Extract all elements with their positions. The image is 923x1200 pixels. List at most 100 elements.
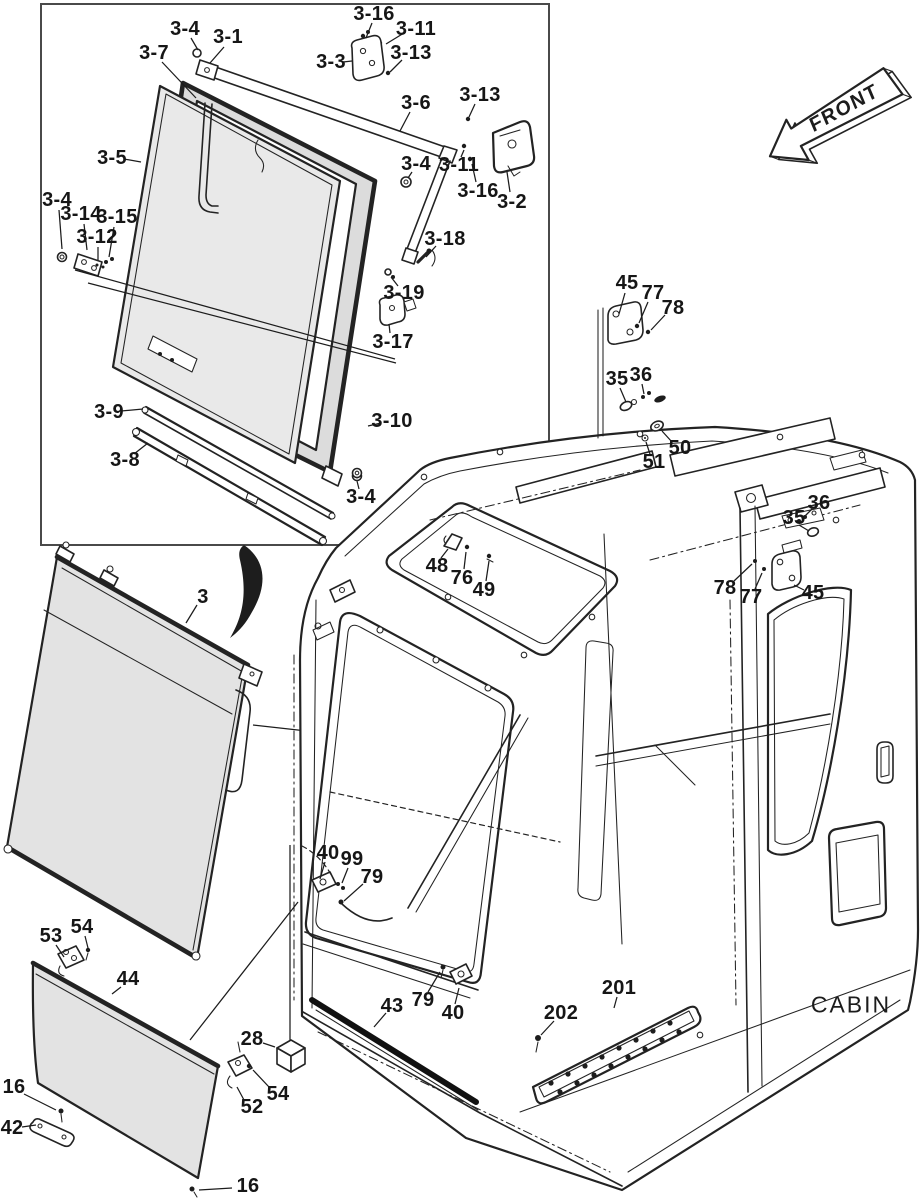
side-lower-window: [827, 820, 888, 927]
leader-line-3-18: [425, 245, 437, 258]
window-hardware-top: [350, 30, 391, 82]
leader-line-77: [754, 572, 763, 590]
window-hinge-bracket: [56, 251, 397, 364]
leader-lines: [21, 22, 813, 1191]
leader-line-3-4: [190, 37, 199, 51]
part-label-16: 16: [2, 1076, 26, 1098]
leader-line-3-4: [356, 480, 360, 490]
leader-line-28: [262, 1042, 276, 1048]
leader-line-3-5: [123, 158, 142, 163]
part-label-3-12: 3-12: [76, 226, 118, 248]
leader-line-54: [84, 935, 89, 949]
roof-plug-50-51: [641, 420, 664, 442]
part-label-3-13: 3-13: [459, 84, 501, 106]
leader-line-51: [645, 441, 651, 455]
leader-line-3-16: [471, 163, 477, 183]
window-latch: [400, 116, 536, 188]
leader-line-42: [21, 1124, 37, 1128]
part-label-3-4: 3-4: [401, 153, 431, 175]
part-label-3: 3: [197, 586, 209, 608]
part-label-53: 53: [39, 925, 63, 947]
part-label-3-10: 3-10: [371, 410, 413, 432]
part-label-45: 45: [801, 582, 825, 604]
part-label-3-1: 3-1: [213, 26, 243, 48]
leader-line-3-15: [108, 226, 115, 258]
leader-line-35: [798, 524, 810, 532]
leader-line-202: [540, 1020, 555, 1036]
leader-line-3-16: [365, 22, 373, 39]
leader-line-44: [111, 986, 122, 995]
part-label-3-19: 3-19: [383, 282, 425, 304]
leader-line-16: [198, 1187, 233, 1191]
part-label-3-11: 3-11: [395, 18, 437, 40]
leader-line-201: [613, 996, 618, 1009]
front-window-opening: [304, 611, 561, 984]
part-label-35: 35: [605, 368, 629, 390]
part-label-3-4: 3-4: [170, 18, 200, 40]
front-left-pillar: [293, 579, 356, 1009]
part-label-50: 50: [668, 437, 692, 459]
part-label-3-8: 3-8: [110, 449, 140, 471]
windshield-assembly-drawing: [56, 30, 536, 547]
part-label-35: 35: [782, 507, 806, 529]
part-label-76: 76: [450, 567, 474, 589]
leader-line-3-13: [389, 59, 403, 73]
part-label-40: 40: [441, 1002, 465, 1024]
leader-line-36: [641, 383, 645, 395]
window-lower-strips: [131, 405, 336, 547]
leader-line-77: [638, 301, 649, 324]
roof-bolts: [420, 430, 866, 1039]
door-latch-lower: [440, 963, 473, 985]
part-label-36: 36: [629, 364, 653, 386]
clamp-52-54: [226, 1041, 253, 1089]
roof-bracket-45-top: [607, 301, 651, 345]
leader-line-78: [733, 563, 753, 582]
leader-line-49: [485, 560, 490, 582]
leader-line-3-11: [385, 32, 405, 45]
skirt-strip-edge: [315, 1009, 479, 1111]
leader-line-3-2: [506, 171, 511, 193]
rear-quarter-window: [766, 586, 853, 856]
front-arrow: FRONT: [768, 67, 912, 165]
roof-plug-35-36-left: [619, 391, 666, 412]
part-label-44: 44: [116, 968, 140, 990]
skirt-strip-43: [309, 997, 479, 1105]
leader-line-50: [661, 430, 673, 443]
part-label-79: 79: [411, 989, 435, 1011]
part-label-3-2: 3-2: [497, 191, 527, 213]
part-label-202: 202: [543, 1002, 579, 1024]
leader-line-3: [185, 604, 198, 624]
part-label-78: 78: [661, 297, 685, 319]
part-label-3-13: 3-13: [390, 42, 432, 64]
part-label-3-5: 3-5: [97, 147, 127, 169]
leader-line-3-14: [83, 223, 88, 251]
part-label-3-7: 3-7: [139, 42, 169, 64]
door-handle: [876, 741, 894, 784]
leader-line-3-13: [468, 103, 476, 118]
roof-shade-panel: [3, 541, 389, 961]
leader-line-52: [236, 1086, 245, 1101]
leader-line-16: [23, 1093, 57, 1111]
leader-line-99: [341, 867, 349, 884]
part-label-40: 40: [316, 842, 340, 864]
leader-line-43: [373, 1012, 387, 1028]
part-label-3-4: 3-4: [346, 486, 376, 508]
pin-16-upper: [58, 1108, 64, 1123]
inset-box: [40, 3, 550, 546]
part-label-3-4: 3-4: [42, 189, 72, 211]
windshield-glass-panel: [111, 84, 342, 465]
part-label-79: 79: [360, 866, 384, 888]
leader-line-3-19: [390, 276, 399, 287]
cabin-silhouette: [298, 425, 920, 1192]
leader-line-3-9: [120, 408, 144, 412]
leader-line-48: [440, 548, 449, 559]
part-label-45: 45: [615, 272, 639, 294]
leader-line-3-6: [399, 111, 411, 132]
part-label-51: 51: [642, 451, 666, 473]
roof-clamp-48-76-49: [443, 533, 494, 563]
part-label-77: 77: [641, 282, 665, 304]
part-label-3-6: 3-6: [401, 92, 431, 114]
part-label-3-3: 3-3: [316, 51, 346, 73]
